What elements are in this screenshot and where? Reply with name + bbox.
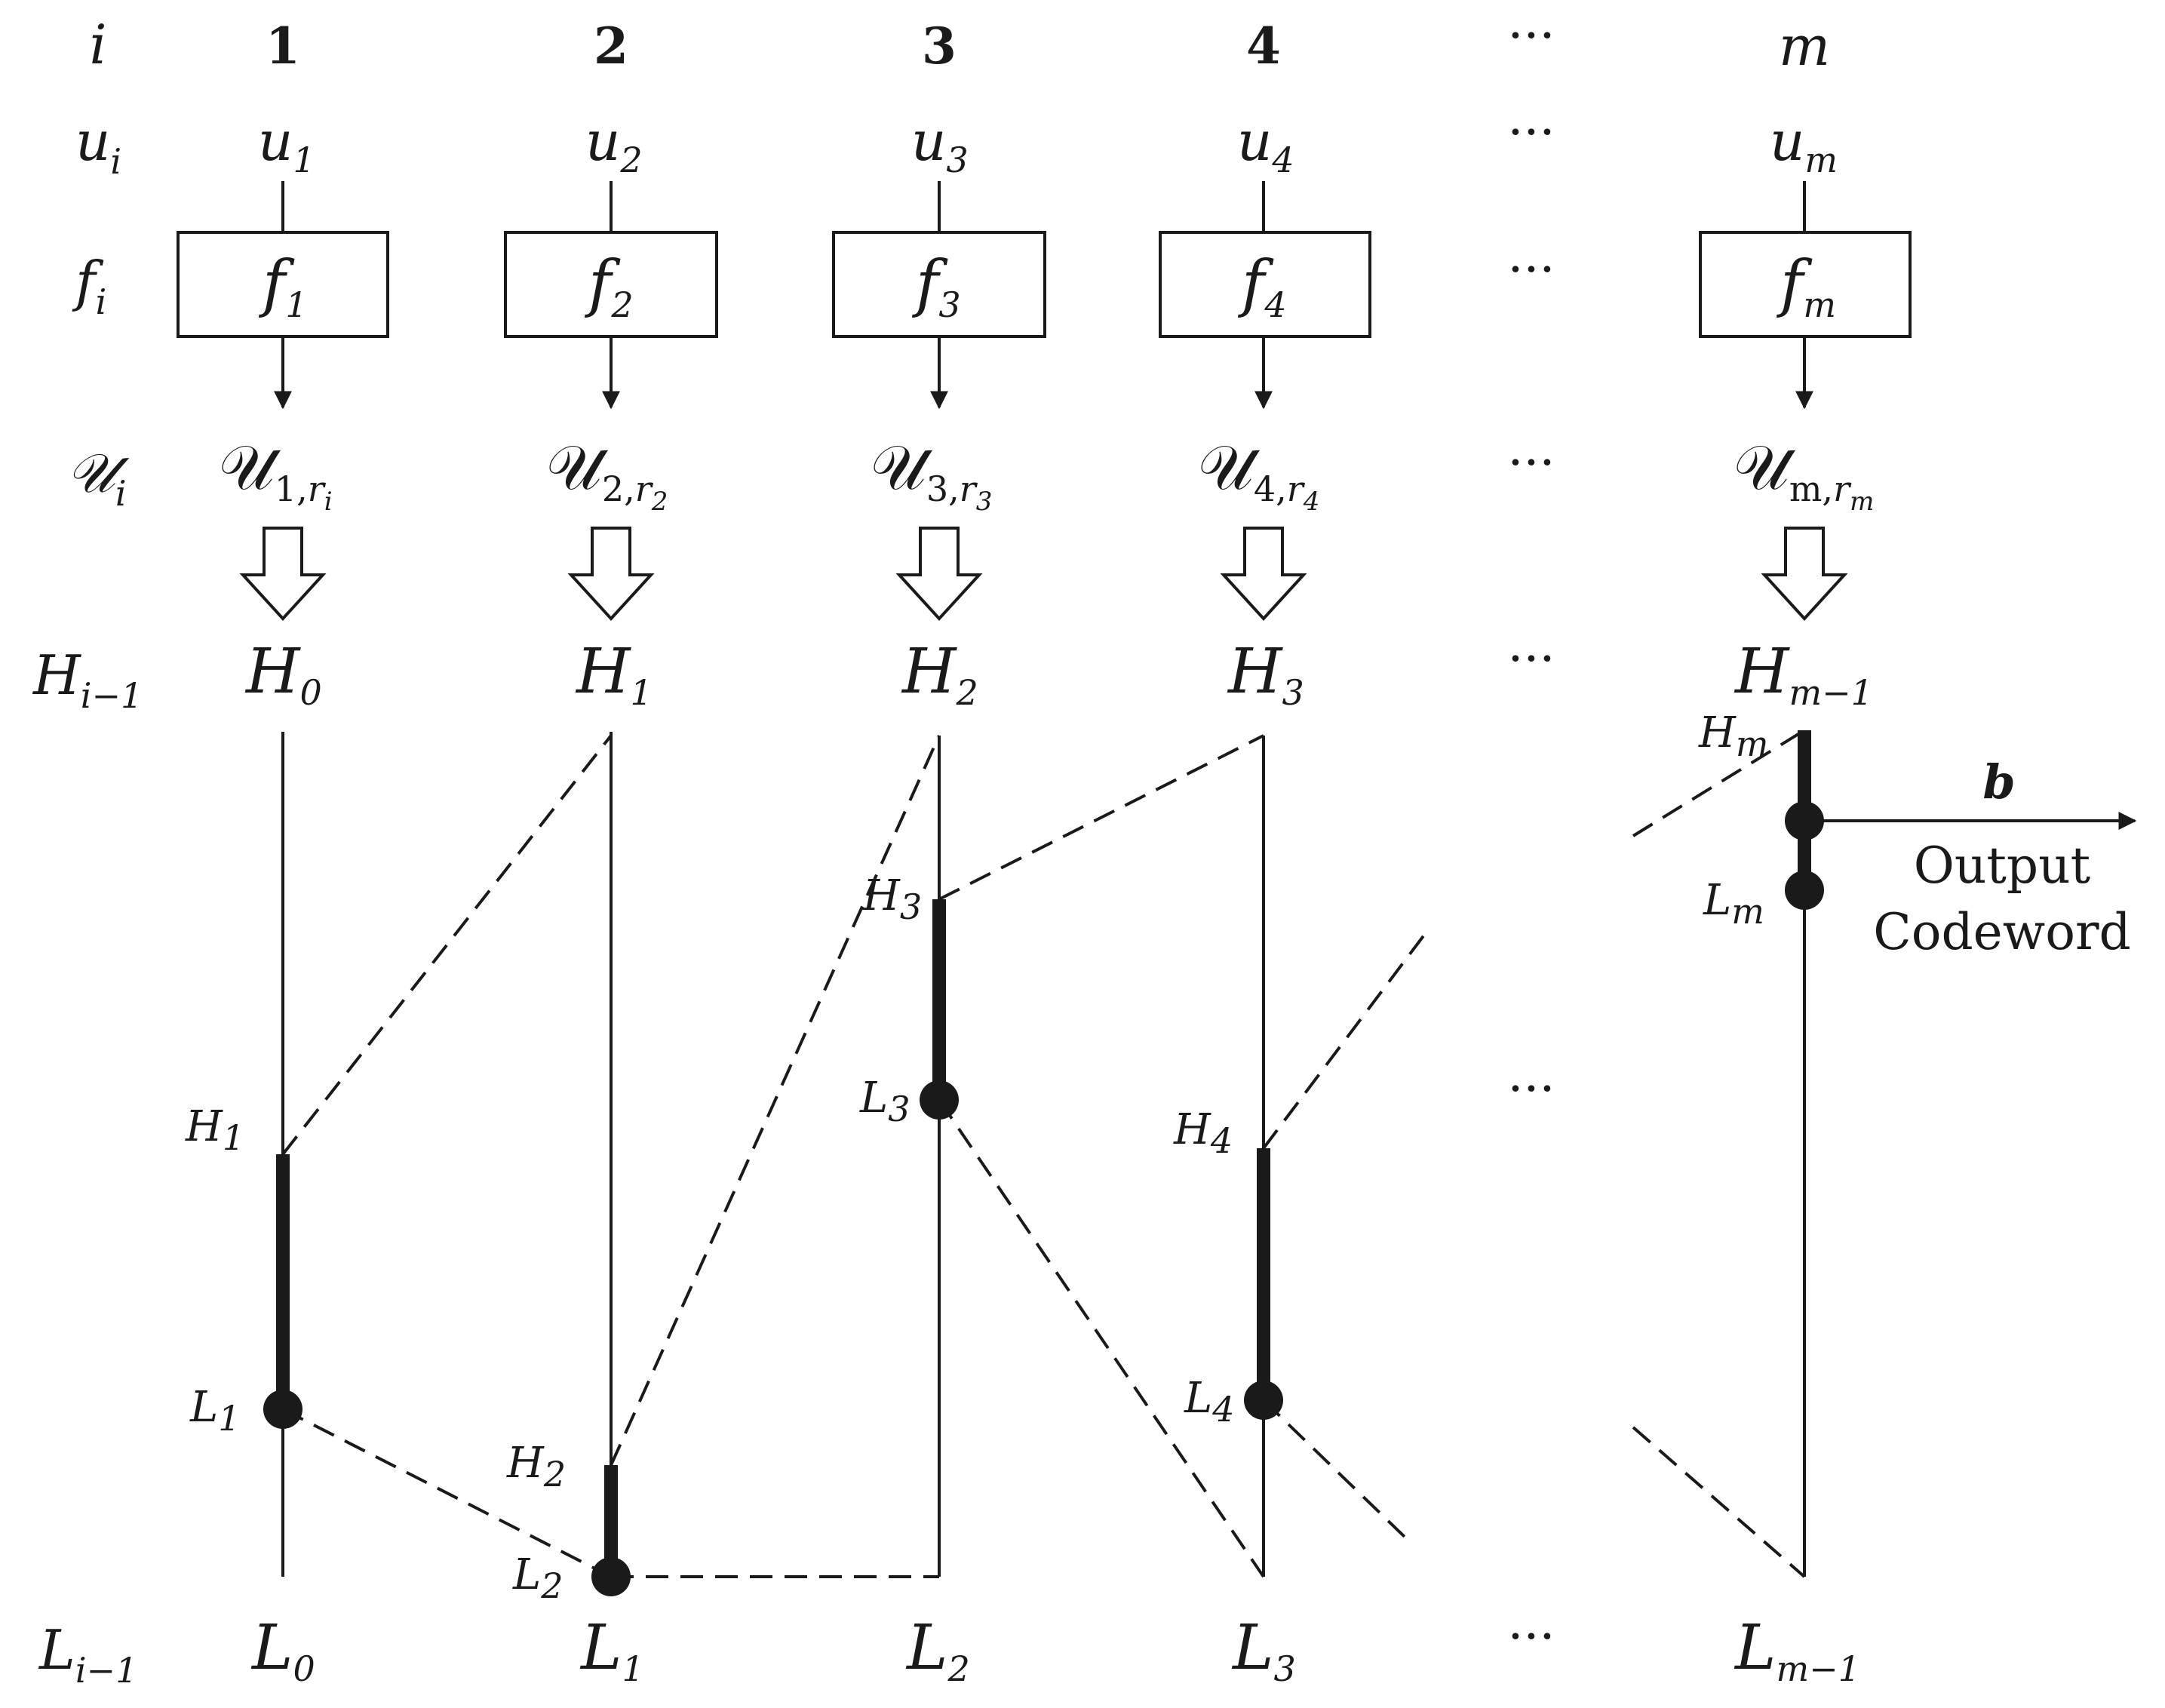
column-3: 3 u3 f3 𝒰3,r3 H2 L2	[832, 17, 1046, 1689]
output-label-line2: Codeword	[1873, 903, 2131, 961]
ellipsis: ···	[1508, 434, 1555, 492]
L-label: L3	[1231, 1612, 1296, 1689]
U-label: 𝒰3,r3	[871, 432, 992, 517]
u-label: u4	[1237, 109, 1294, 180]
map-H1	[281, 734, 613, 1156]
L-label: L1	[579, 1612, 644, 1689]
f-box	[832, 231, 1046, 338]
ellipsis: ···	[1508, 241, 1555, 299]
H-label: H2	[901, 636, 978, 713]
column-index: 2	[594, 17, 628, 75]
L-label: L0	[250, 1612, 315, 1689]
ellipsis: ···	[1508, 1060, 1555, 1118]
u-label: u1	[258, 109, 315, 180]
map-H3	[938, 734, 1264, 901]
label-H2: H2	[506, 1439, 566, 1494]
column-index: m	[1779, 14, 1830, 78]
H-label: H0	[244, 636, 322, 713]
hollow-down-arrow	[567, 527, 655, 621]
H-label: H1	[575, 636, 653, 713]
H-label: Hm−1	[1734, 636, 1873, 713]
map-L1	[282, 1408, 612, 1578]
point-Lm	[1785, 871, 1824, 910]
ellipsis: ···	[1508, 1608, 1555, 1666]
U-label: 𝒰m,rm	[1734, 432, 1874, 517]
L-label: L2	[905, 1612, 970, 1689]
hollow-down-arrow	[895, 527, 983, 621]
column-index: 3	[922, 17, 957, 75]
label-L1: L1	[189, 1383, 240, 1439]
column-index: 1	[266, 17, 300, 75]
hollow-down-arrow	[1220, 527, 1307, 621]
ellipsis: ···	[1508, 7, 1555, 65]
map-Lm-1	[1632, 1426, 1806, 1578]
row-label-f: fi	[72, 250, 106, 322]
label-H3: H3	[862, 871, 922, 927]
output-symbol: b	[1982, 754, 2015, 809]
map-L4	[1262, 1399, 1408, 1541]
row-label-H: Hi−1	[32, 644, 143, 716]
column-index: 4	[1246, 17, 1281, 75]
row-label-U: 𝒰i	[66, 441, 130, 514]
column-2: 2 u2 f2 𝒰2,r2 H1 L1	[504, 17, 718, 1689]
U-label: 𝒰1,ri	[219, 432, 333, 517]
ellipsis-column: ··· ··· ··· ··· ··· ··· ···	[1508, 7, 1555, 1666]
map-H2	[610, 735, 941, 1466]
label-L4: L4	[1184, 1374, 1234, 1430]
f-box	[1159, 231, 1371, 338]
map-L3	[938, 1098, 1265, 1578]
U-label: 𝒰2,r2	[546, 432, 668, 517]
column-m: m um fm 𝒰m,rm Hm−1 Lm−1	[1699, 14, 1912, 1689]
row-label-L: Li−1	[38, 1618, 137, 1691]
row-label-u: ui	[75, 109, 121, 182]
u-label: um	[1770, 109, 1838, 180]
f-box	[177, 231, 389, 338]
ellipsis: ···	[1508, 103, 1555, 161]
row-label-i: i	[89, 13, 106, 76]
label-H4: H4	[1173, 1105, 1233, 1161]
U-label: 𝒰4,r4	[1198, 432, 1319, 517]
output-label-line1: Output	[1914, 837, 2090, 895]
column-1: 1 u1 f1 𝒰1,ri H0 L0	[177, 17, 389, 1689]
u-label: u2	[585, 109, 643, 180]
label-L2: L2	[512, 1550, 563, 1606]
u-label: u3	[911, 109, 969, 180]
f-box	[504, 231, 718, 338]
hollow-down-arrow	[239, 527, 327, 621]
hollow-down-arrow	[1761, 527, 1848, 621]
label-H1: H1	[185, 1102, 244, 1158]
column-4: 4 u4 f4 𝒰4,r4 H3 L3	[1159, 17, 1371, 1689]
interval-diagram: H1 L1 H2 L2 H3 L3 H4 L4 Hm Lm b Output C…	[185, 708, 2137, 1606]
label-L3: L3	[859, 1074, 910, 1129]
label-Hm: Hm	[1698, 708, 1768, 764]
f-label: f3	[911, 248, 961, 325]
label-Lm: Lm	[1703, 876, 1764, 932]
H-label: H3	[1227, 636, 1304, 713]
map-H4	[1262, 926, 1431, 1150]
ellipsis: ···	[1508, 630, 1555, 688]
L-label: Lm−1	[1734, 1612, 1860, 1689]
